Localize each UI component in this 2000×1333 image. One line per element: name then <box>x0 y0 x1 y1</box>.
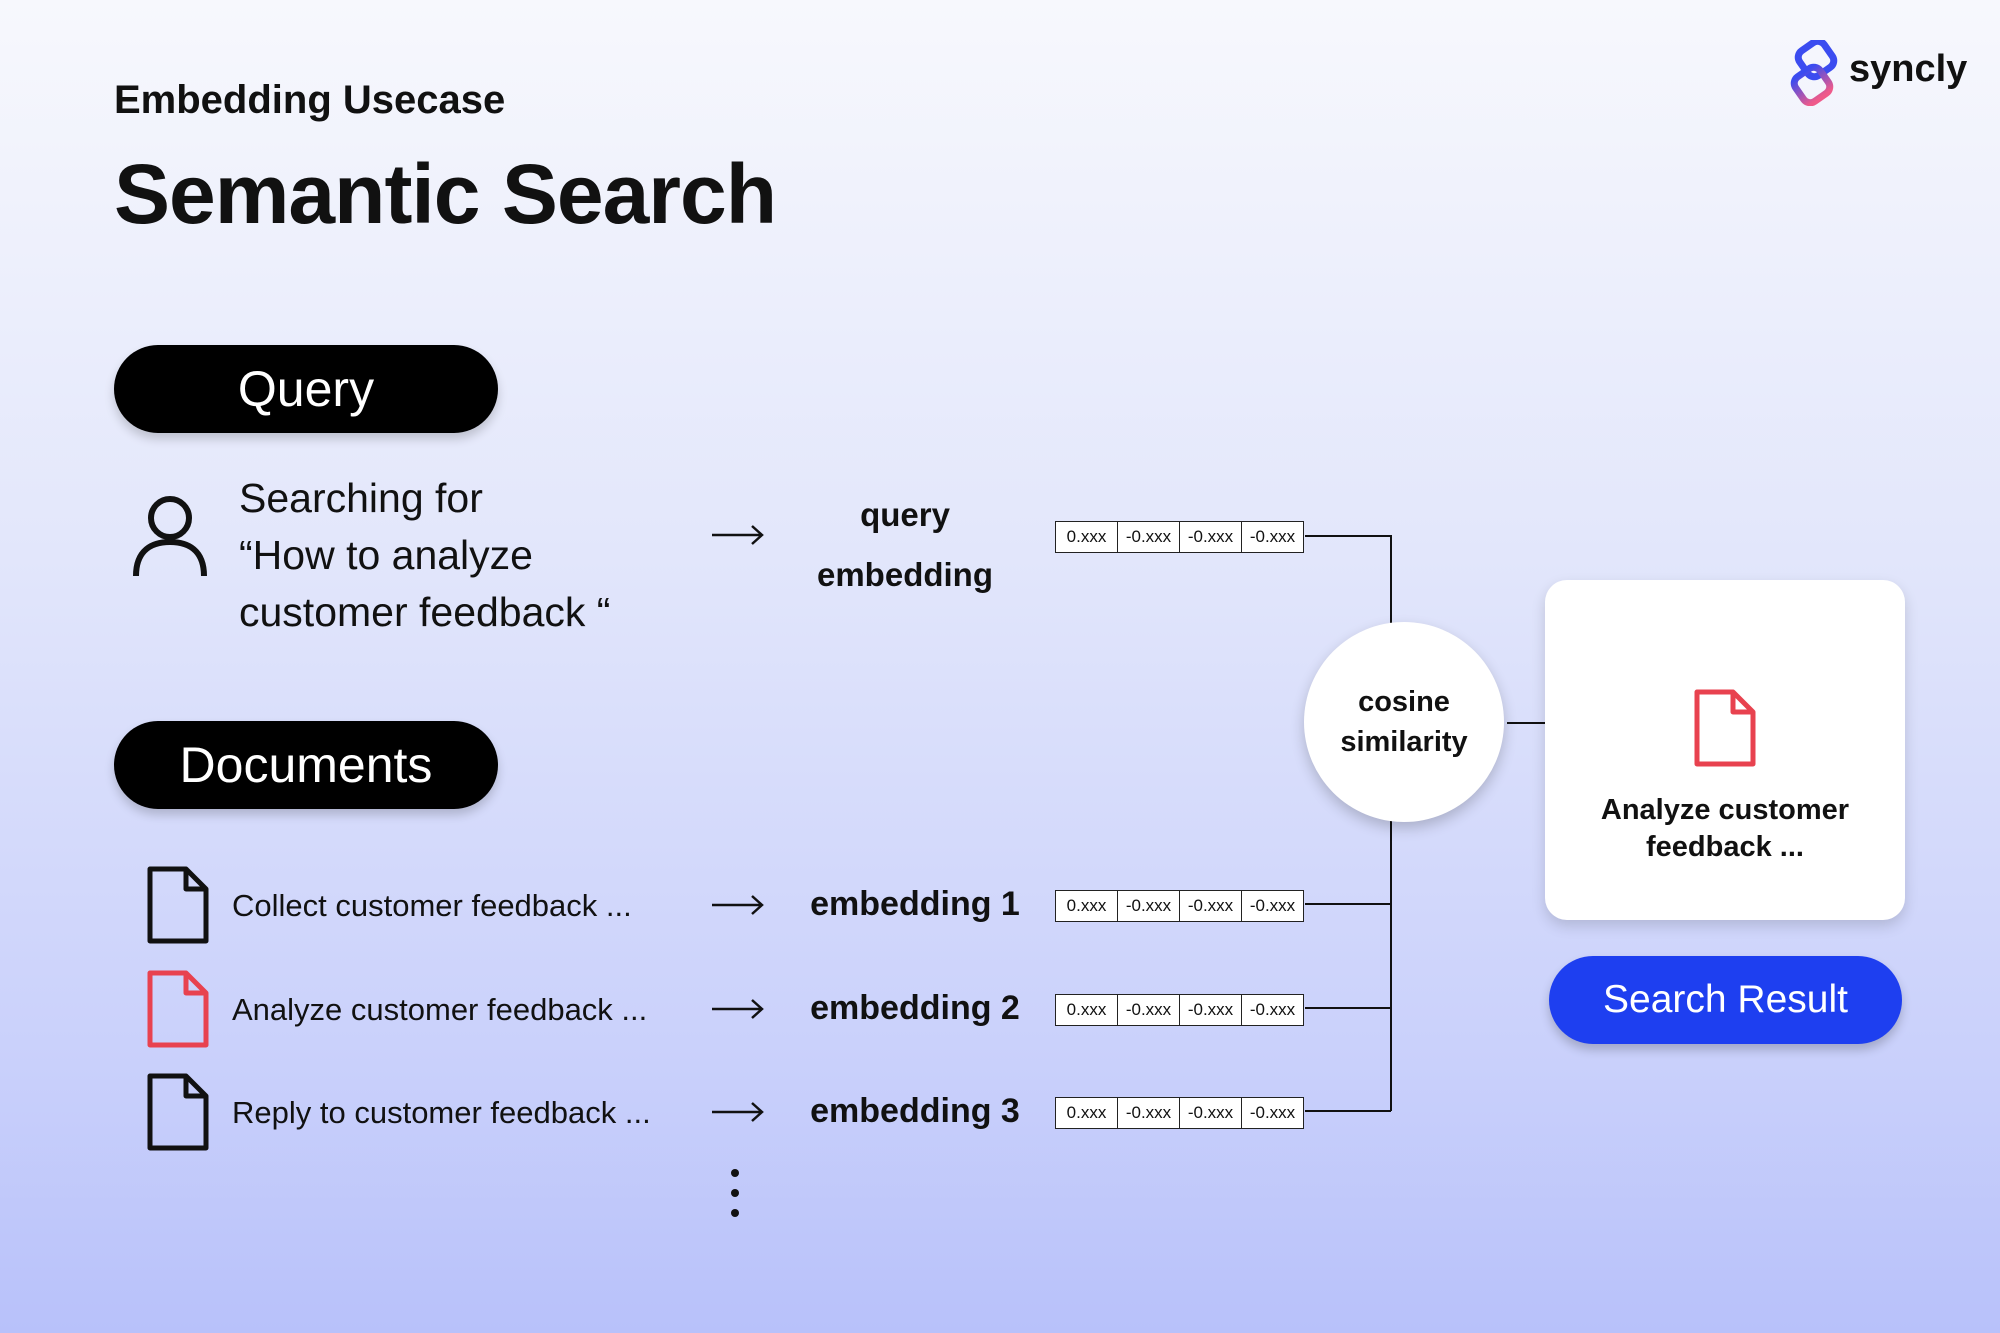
document-arrow <box>712 895 764 915</box>
document-vector: 0.xxx -0.xxx -0.xxx -0.xxx <box>1055 1097 1304 1129</box>
query-line: “How to analyze <box>239 532 533 578</box>
vector-cell: 0.xxx <box>1056 891 1118 921</box>
document-icon <box>147 1073 209 1151</box>
vector-cell: 0.xxx <box>1056 1098 1118 1128</box>
vector-cell: -0.xxx <box>1249 1103 1296 1122</box>
vector-cell: -0.xxx <box>1118 891 1180 921</box>
vector-cell: 0.xxx <box>1056 522 1118 552</box>
page-title: Semantic Search <box>114 147 777 241</box>
user-icon <box>133 496 207 577</box>
syncly-logo-icon <box>1790 37 1838 107</box>
document-vector: 0.xxx -0.xxx -0.xxx -0.xxx <box>1055 890 1304 922</box>
documents-pill: Documents <box>114 721 498 809</box>
document-icon-highlighted <box>147 970 209 1048</box>
query-vector: 0.xxx -0.xxx -0.xxx -0.xxx <box>1055 521 1304 553</box>
syncly-logo: syncly <box>1787 37 1977 107</box>
search-result-card: Analyze customer feedback ... <box>1545 580 1905 920</box>
query-line: Searching for <box>239 475 483 521</box>
query-line: customer feedback “ <box>239 589 611 635</box>
query-text: Searching for “How to analyze customer f… <box>239 470 659 641</box>
search-result-text: Analyze customer feedback ... <box>1600 794 1850 863</box>
document-icon <box>147 866 209 944</box>
subtitle: Embedding Usecase <box>114 78 506 122</box>
vector-cell: -0.xxx <box>1249 527 1296 546</box>
search-result-pill: Search Result <box>1549 956 1902 1044</box>
vector-cell: -0.xxx <box>1180 522 1242 552</box>
query-embedding-label: query embedding <box>816 496 993 593</box>
vector-cell: -0.xxx <box>1118 522 1180 552</box>
embedding-label: embedding 1 <box>810 885 1020 923</box>
vector-cell: -0.xxx <box>1249 896 1296 915</box>
document-text: Analyze customer feedback ... <box>232 992 648 1027</box>
vector-cell: -0.xxx <box>1180 1098 1242 1128</box>
embedding-label: embedding 2 <box>810 989 1020 1027</box>
vector-cell: 0.xxx <box>1056 995 1118 1025</box>
cosine-similarity-node: cosine similarity <box>1304 622 1504 822</box>
vector-cell: -0.xxx <box>1118 995 1180 1025</box>
query-arrow <box>712 525 764 545</box>
more-documents-ellipsis <box>731 1169 739 1217</box>
logo-text: syncly <box>1849 48 1968 90</box>
vector-cell: -0.xxx <box>1180 891 1242 921</box>
query-connector <box>1305 535 1392 625</box>
document-icon-highlighted <box>1694 689 1756 767</box>
document-arrow <box>712 1102 764 1122</box>
vector-cell: -0.xxx <box>1249 1000 1296 1019</box>
vector-cell: -0.xxx <box>1180 995 1242 1025</box>
embedding-label: embedding 3 <box>810 1092 1020 1130</box>
document-text: Collect customer feedback ... <box>232 888 632 923</box>
document-arrow <box>712 999 764 1019</box>
query-pill: Query <box>114 345 498 433</box>
document-text: Reply to customer feedback ... <box>232 1095 651 1130</box>
vector-cell: -0.xxx <box>1118 1098 1180 1128</box>
document-vector: 0.xxx -0.xxx -0.xxx -0.xxx <box>1055 994 1304 1026</box>
